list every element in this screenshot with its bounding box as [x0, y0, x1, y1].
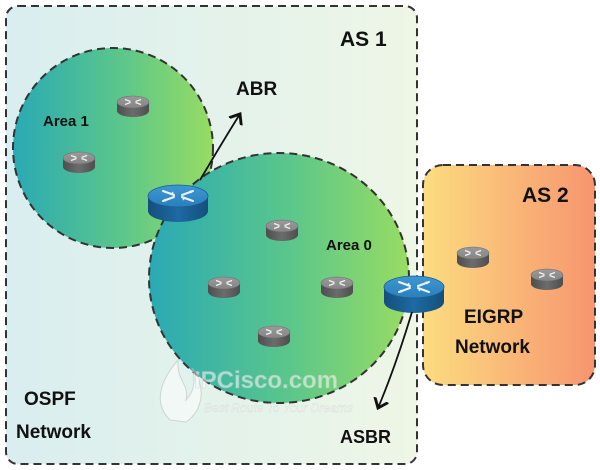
router-as2-right-icon [530, 268, 564, 291]
ospf-network-label-line1: OSPF [24, 389, 76, 410]
asbr-label: ASBR [340, 427, 391, 447]
abr-arrow [199, 114, 240, 181]
abr-router-icon [147, 184, 209, 223]
as2-label: AS 2 [522, 184, 569, 207]
area1-label: Area 1 [43, 113, 89, 130]
router-area1-bottom-icon [62, 151, 96, 174]
watermark: IPCisco.com Best Route To Your Dreams [159, 358, 353, 423]
watermark-brand: IPCisco.com [194, 367, 338, 394]
area0-label: Area 0 [326, 237, 372, 254]
eigrp-network-label-line2: Network [455, 337, 530, 358]
router-area0-right-icon [320, 276, 354, 299]
router-area0-top-icon [265, 219, 299, 242]
abr-label: ABR [236, 79, 277, 100]
router-area1-top-icon [116, 95, 150, 118]
asbr-arrow [378, 311, 413, 408]
router-as2-left-icon [456, 246, 490, 269]
watermark-flame-icon [159, 358, 202, 423]
watermark-tagline: Best Route To Your Dreams [204, 401, 353, 415]
as2-boundary [422, 164, 596, 386]
router-area0-left-icon [207, 276, 241, 299]
eigrp-network-label-line1: EIGRP [464, 307, 523, 328]
asbr-router-icon [383, 275, 445, 314]
router-area0-bottom-icon [257, 325, 291, 348]
ospf-network-label-line2: Network [16, 422, 91, 443]
as1-label: AS 1 [340, 28, 387, 51]
